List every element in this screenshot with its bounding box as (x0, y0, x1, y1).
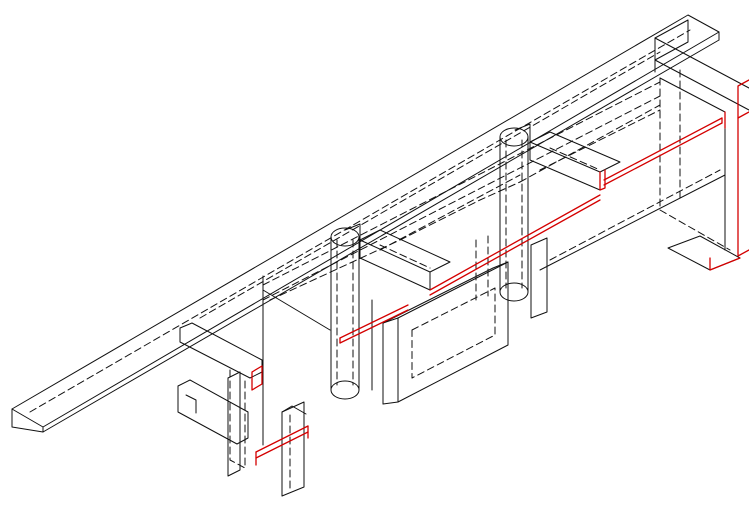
highlight-run (251, 79, 749, 466)
top-beam (11, 14, 720, 433)
beam-bracket-right (529, 131, 621, 191)
interior-frame (262, 81, 726, 446)
left-column (330, 223, 361, 400)
right-column (499, 123, 531, 302)
vertical-posts (371, 235, 548, 391)
front-post (281, 401, 307, 497)
beam-bracket-left (359, 229, 451, 291)
right-end-block (654, 19, 749, 271)
front-panel (382, 261, 509, 405)
